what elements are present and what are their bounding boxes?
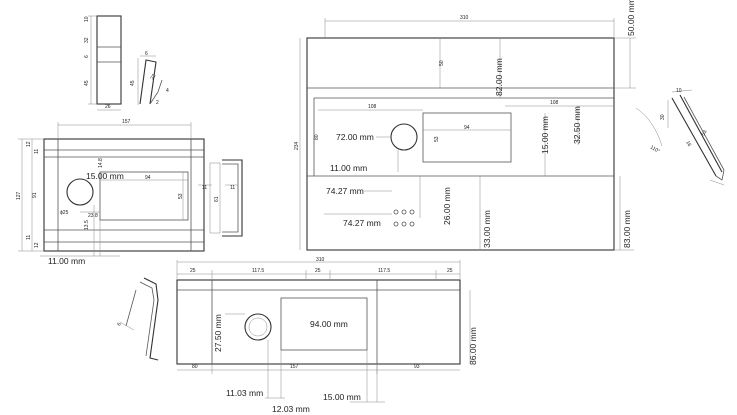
dim-50: 50	[439, 60, 445, 66]
meas-11: 11.00 mm	[48, 256, 85, 266]
meas-33: 33.00 mm	[482, 210, 492, 248]
dim-22: 22	[150, 73, 158, 81]
dim-phi25: ϕ25	[60, 210, 69, 216]
meas-32-5: 32.50 mm	[572, 106, 582, 144]
dim-94: 94	[464, 125, 470, 131]
dim-117-5-a: 117.5	[252, 268, 264, 274]
dim-10: 10	[676, 88, 682, 94]
view-g-profile: 6	[116, 277, 159, 361]
dim-12b: 12	[34, 242, 40, 248]
dim-11: 11	[230, 185, 235, 191]
view-e-plate: 310 234 50 82.00 mm 50.00 mm 108 108 80 …	[294, 0, 636, 251]
dim-110: 110°	[649, 145, 661, 155]
dim-25-b: 25	[315, 268, 321, 274]
dim-94: 94	[145, 175, 151, 181]
dim-45: 45	[130, 80, 136, 86]
dim-93: 93	[414, 364, 420, 370]
dim-13-5: 13.5	[84, 220, 90, 230]
dim-2: 2	[156, 100, 159, 106]
dim-53: 53	[178, 193, 184, 199]
view-a-end-profile: 10 32 6 45 26	[84, 15, 122, 111]
meas-86: 86.00 mm	[468, 327, 478, 365]
meas-83: 83.00 mm	[622, 210, 632, 248]
dim-14-8: 14.8	[98, 158, 104, 168]
meas-82: 82.00 mm	[494, 58, 504, 96]
dim-30: 30	[660, 114, 666, 120]
dim-127: 127	[16, 191, 22, 200]
meas-50: 50.00 mm	[626, 0, 636, 36]
dim-26: 26	[105, 104, 111, 110]
meas-15: 15.00 mm	[86, 171, 124, 181]
dim-6: 6	[145, 51, 148, 57]
meas-15: 15.00 mm	[323, 392, 361, 402]
dim-80: 80	[314, 134, 320, 140]
dim-25-c: 25	[447, 268, 453, 274]
dim-45: 45	[84, 80, 90, 86]
dim-61: 61	[214, 196, 220, 202]
dim-117-5-b: 117.5	[378, 268, 390, 274]
meas-26: 26.00 mm	[442, 187, 452, 225]
dim-6: 6	[84, 55, 90, 58]
meas-94: 94.00 mm	[310, 319, 348, 329]
meas-74-27-a: 74.27 mm	[326, 186, 364, 196]
meas-11: 11.00 mm	[330, 163, 367, 173]
meas-12-03: 12.03 mm	[272, 404, 310, 414]
dim-53: 53	[701, 129, 709, 137]
dim-80: 80	[192, 364, 198, 370]
dim-108-right: 108	[550, 100, 559, 106]
dim-234: 234	[294, 141, 300, 150]
view-f-angled-bracket: 10 30 110° 16 53	[635, 88, 725, 186]
dim-25-a: 25	[190, 268, 196, 274]
dim-11-left: 11	[202, 185, 207, 191]
view-h-plate: 310 25 117.5 25 117.5 25 80 157 93 86.00…	[176, 257, 478, 414]
dim-157: 157	[122, 119, 131, 125]
meas-74-27-b: 74.27 mm	[343, 218, 381, 228]
dim-11: 11	[34, 149, 40, 154]
dim-12: 12	[26, 141, 32, 147]
dim-108-left: 108	[368, 104, 377, 110]
dim-91: 91	[32, 192, 38, 198]
dim-53: 53	[434, 136, 440, 142]
dim-23-8: 23.8	[88, 213, 98, 219]
view-d-channel: 11 11 61	[198, 159, 243, 237]
dim-4: 4	[166, 88, 169, 94]
dim-6: 6	[116, 322, 123, 327]
meas-72: 72.00 mm	[336, 132, 374, 142]
dim-32: 32	[84, 37, 90, 43]
dim-11b: 11	[26, 235, 32, 240]
meas-15: 15.00 mm	[540, 116, 550, 154]
view-c-front: 157 127 12 11 91 11 12 94 53 14.8 15.00 …	[16, 119, 205, 266]
dim-10: 10	[84, 16, 90, 22]
dim-16: 16	[684, 140, 692, 148]
dim-310: 310	[316, 257, 325, 263]
meas-27-5: 27.50 mm	[213, 314, 223, 352]
dim-157: 157	[290, 364, 299, 370]
view-b-bracket: 6 45 22 2 4	[130, 51, 169, 106]
dim-310: 310	[460, 15, 469, 21]
meas-11-03: 11.03 mm	[226, 388, 263, 398]
